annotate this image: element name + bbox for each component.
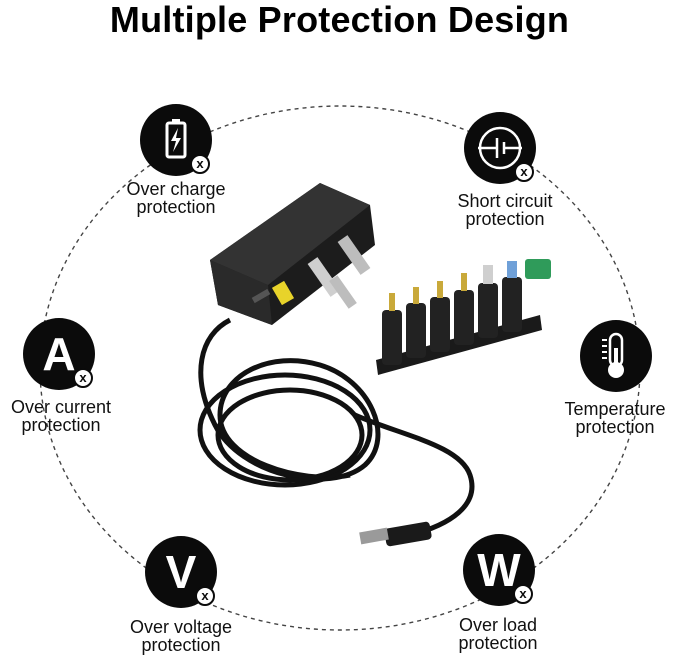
over-charge-label: Over charge protection (126, 179, 226, 217)
over-current-label: Over current protection (10, 397, 112, 435)
power-adapter-with-tips-icon (197, 183, 551, 547)
over-voltage-label: Over voltage protection (129, 617, 233, 655)
short-circuit-label: Short circuit protection (457, 191, 553, 229)
letter-v-icon: V (165, 546, 197, 598)
battery-charge-badge: x (140, 104, 212, 176)
short-circuit-icon (478, 126, 522, 170)
over-load-label: Over load protection (458, 615, 538, 653)
disabled-x-icon: x (513, 584, 533, 604)
letter-a-icon: A (42, 328, 76, 380)
page-title: Multiple Protection Design (109, 0, 570, 40)
short-circuit-badge: x (464, 112, 536, 184)
disabled-x-icon: x (514, 162, 534, 182)
thermometer-icon (602, 332, 624, 378)
disabled-x-icon: x (190, 154, 210, 174)
over-load-badge: W x (463, 534, 535, 606)
disabled-x-icon: x (73, 368, 93, 388)
connector-tips (376, 259, 551, 375)
over-voltage-badge: V x (145, 536, 217, 608)
temperature-label: Temperature protection (564, 399, 666, 437)
temperature-badge (580, 320, 652, 392)
letter-w-icon: W (477, 544, 521, 596)
over-current-badge: A x (23, 318, 95, 390)
adapter-body (210, 183, 375, 325)
dc-barrel-plug (359, 521, 432, 547)
battery-charge-icon (165, 119, 187, 159)
cable-coil (197, 317, 475, 538)
disabled-x-icon: x (195, 586, 215, 606)
